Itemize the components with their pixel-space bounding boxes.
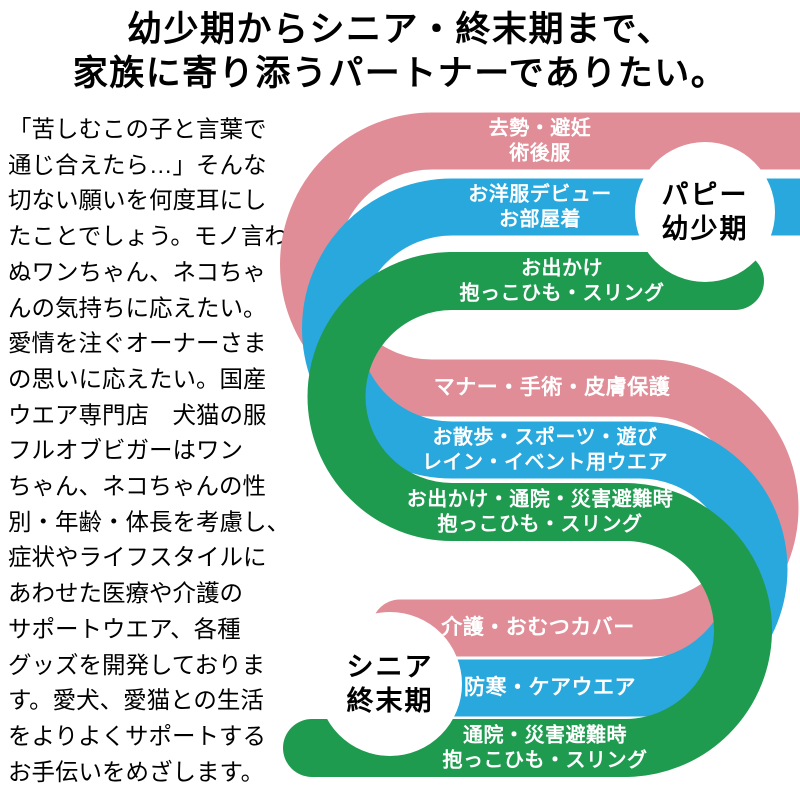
ribbon-blue-right-turn	[639, 421, 788, 717]
band-label-first-clothes: お洋服デビュー お部屋着	[468, 183, 612, 231]
intro-line: フルオブビガーはワン	[8, 437, 243, 464]
page-title: 幼少期からシニア・終末期まで、 家族に寄り添うパートナーでありたい。	[0, 8, 800, 96]
band-label-care-diaper-cover: 介護・おむつカバー	[441, 615, 635, 639]
intro-line: す。愛犬、愛猫との生活	[8, 687, 264, 714]
intro-line: お手伝いをめざします。	[8, 758, 265, 785]
ribbon-green-left-turn	[307, 252, 453, 541]
puppy-stage-circle	[635, 142, 775, 282]
intro-line: 愛情を注ぐオーナーさま	[8, 330, 267, 357]
band-label-winter-care-wear: 防寒・ケアウエア	[464, 675, 636, 699]
page-title-line1: 幼少期からシニア・終末期まで、	[126, 10, 674, 49]
puppy-stage-label: パピー 幼少期	[661, 180, 749, 244]
band-label-outing-sling-puppy: お出かけ 抱っこひも・スリング	[459, 257, 665, 305]
intro-line: サポートウエア、各種	[8, 615, 241, 642]
intro-line: たことでしょう。モノ言わ	[8, 223, 288, 250]
ribbon-green-right-turn	[624, 483, 772, 777]
intro-line: ちゃん、ネコちゃんの性	[8, 473, 267, 500]
page-title-line2: 家族に寄り添うパートナーでありたい。	[72, 54, 728, 93]
intro-line: 通じ合えたら…」そんな	[8, 151, 267, 178]
intro-paragraph: 「苦しむこの子と言葉で 通じ合えたら…」そんな 切ない願いを何度耳にし たことで…	[8, 112, 308, 790]
intro-line: の思いに応えたい。国産	[8, 365, 267, 392]
intro-line: 「苦しむこの子と言葉で	[8, 116, 267, 142]
intro-line: をよりよくサポートする	[8, 722, 267, 749]
ribbon-pink-left-turn	[280, 112, 433, 417]
band-label-walk-sports-rainwear: お散歩・スポーツ・遊び レイン・イベント用ウエア	[422, 426, 668, 474]
band-label-outing-hospital-disaster: お出かけ・通院・災害避難時 抱っこひも・スリング	[406, 488, 674, 536]
band-label-hospital-disaster-sling: 通院・災害避難時 抱っこひも・スリング	[442, 724, 648, 772]
intro-line: 切ない願いを何度耳にし	[8, 187, 267, 214]
senior-stage-circle	[318, 612, 462, 756]
band-label-manner-surgery-skincare: マナー・手術・皮膚保護	[433, 375, 671, 399]
intro-line: 別・年齢・体長を考慮し、	[8, 508, 290, 535]
band-label-spay-neuter-postop: 去勢・避妊 術後服	[488, 117, 592, 165]
intro-line: 症状やライフスタイルに	[8, 544, 267, 571]
senior-stage-label: シニア 終末期	[346, 652, 434, 716]
intro-line: グッズを開発しておりま	[8, 651, 266, 678]
intro-line: んの気持ちに応えたい。	[8, 294, 267, 321]
intro-line: あわせた医療や介護の	[8, 580, 243, 607]
intro-line: ウエア専門店 犬猫の服	[8, 401, 267, 428]
intro-line: ぬワンちゃん、ネコちゃ	[8, 258, 267, 285]
